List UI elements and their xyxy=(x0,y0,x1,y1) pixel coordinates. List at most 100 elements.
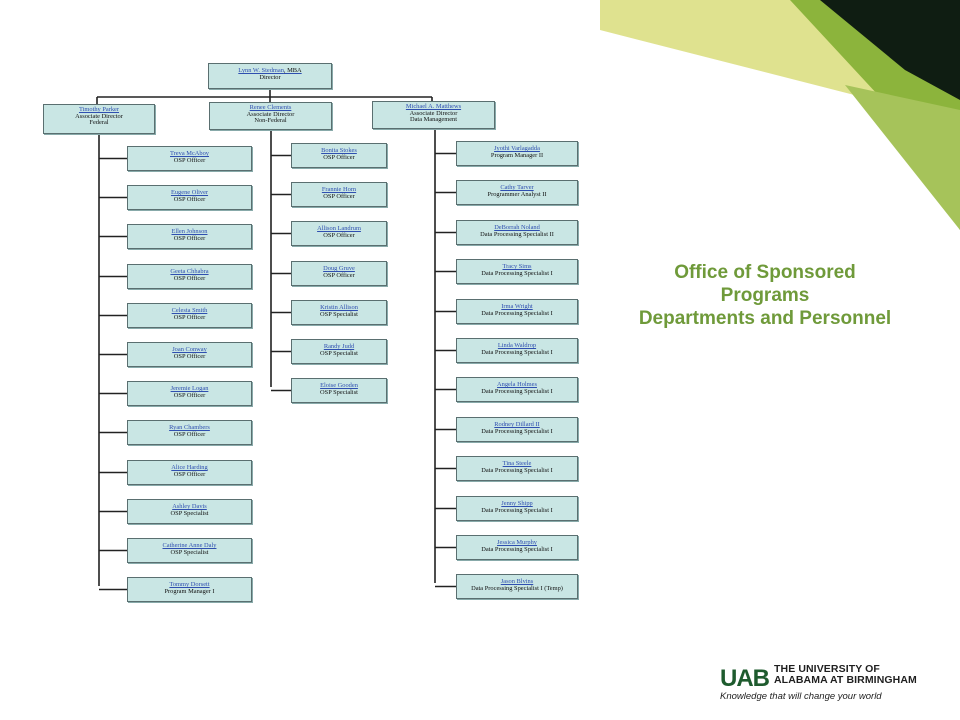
associate-director-datamgmt: Michael A. Matthews Associate Director D… xyxy=(372,101,495,129)
staff-title: OSP Officer xyxy=(173,156,206,164)
staff-name: Rodney Dillard II xyxy=(494,421,540,428)
staff-title: OSP Specialist xyxy=(320,310,358,318)
staff-name: Allison Landrum xyxy=(317,225,361,232)
staff-title: OSP Officer xyxy=(173,470,206,478)
associate-name: Michael A. Matthews xyxy=(405,103,462,110)
staff-name: Jeremie Logan xyxy=(170,385,209,392)
associate-name: Timothy Parker xyxy=(78,106,120,113)
staff-title: Data Processing Specialist I xyxy=(481,269,553,277)
associate-title: Associate Director xyxy=(246,110,295,118)
uab-logo-mark: UAB xyxy=(720,665,770,690)
staff-title: OSP Specialist xyxy=(170,548,209,556)
staff-title: OSP Officer xyxy=(173,274,206,282)
uab-logo: UAB THE UNIVERSITY OF ALABAMA AT BIRMING… xyxy=(720,661,950,706)
staff-name: Randy Judd xyxy=(323,343,355,350)
staff-title: Program Manager II xyxy=(490,151,544,159)
staff-name: Irma Wright xyxy=(501,303,533,310)
associate-director-nonfederal: Renee Clements Associate Director Non-Fe… xyxy=(209,102,332,130)
staff-name: Ellen Johnson xyxy=(171,228,208,235)
staff-name: Geeta Chhabra xyxy=(170,268,209,275)
staff-title: OSP Officer xyxy=(173,391,206,399)
corner-light-green-band xyxy=(845,85,960,230)
staff-name: Treva McAboy xyxy=(170,150,209,157)
associate-title: Associate Director xyxy=(75,112,123,120)
staff-title: Data Processing Specialist I xyxy=(481,545,553,553)
staff-name: Jenny Shipp xyxy=(501,500,533,507)
director-suffix: , MBA xyxy=(283,67,302,74)
staff-title: OSP Officer xyxy=(173,430,206,438)
staff-title: Data Processing Specialist I xyxy=(481,348,553,356)
staff-name: Tina Steele xyxy=(502,460,532,467)
staff-name: Cathy Tarver xyxy=(500,184,534,191)
slide-title: Office of Sponsored Programs Departments… xyxy=(600,262,930,330)
associate-director-federal: Timothy Parker Associate Director Federa… xyxy=(43,104,155,134)
uab-tagline: Knowledge that will change your world xyxy=(720,691,882,702)
staff-title: Data Processing Specialist II xyxy=(480,230,554,238)
staff-title: OSP Officer xyxy=(323,192,355,200)
staff-name: Joan Conway xyxy=(172,346,207,353)
uab-logo-wordmark: THE UNIVERSITY OF ALABAMA AT BIRMINGHAM xyxy=(774,664,917,686)
staff-name: Frannie Horn xyxy=(321,186,357,193)
staff-title: OSP Officer xyxy=(173,234,206,242)
uab-logo-line-1: THE UNIVERSITY OF xyxy=(774,663,880,675)
staff-title: Data Processing Specialist I xyxy=(481,387,553,395)
staff-title: OSP Officer xyxy=(323,153,355,161)
title-line-3: Departments and Personnel xyxy=(638,307,892,329)
staff-name: Eugene Oliver xyxy=(170,189,209,196)
associate-subtitle: Non-Federal xyxy=(254,117,287,125)
staff-title: OSP Officer xyxy=(173,195,206,203)
staff-name: Linda Waldrop xyxy=(497,342,537,349)
staff-name: DeBorrah Noland xyxy=(494,224,540,231)
staff-name: Tracy Sims xyxy=(502,263,532,270)
associate-name: Renee Clements xyxy=(249,104,292,111)
staff-title: Data Processing Specialist I (Temp) xyxy=(471,584,563,592)
associate-title: Associate Director xyxy=(409,109,458,117)
staff-title: Data Processing Specialist I xyxy=(481,309,553,317)
associate-subtitle: Federal xyxy=(89,119,109,127)
director-name: Lynn W. Stedman xyxy=(238,67,284,74)
staff-title: Program Manager I xyxy=(164,587,215,595)
corner-dark-band xyxy=(820,0,960,100)
staff-name: Jessica Murphy xyxy=(497,539,537,546)
staff-name: Ashley Davis xyxy=(172,503,207,510)
staff-name: Alice Harding xyxy=(171,464,208,471)
uab-logo-mark-icon: UAB xyxy=(720,665,770,690)
director-box: Lynn W. Stedman, MBA Director xyxy=(208,63,332,89)
title-line-2: Programs xyxy=(720,284,810,306)
associate-subtitle: Data Management xyxy=(409,116,458,124)
staff-name: Ryan Chambers xyxy=(169,424,210,431)
staff-title: Data Processing Specialist I xyxy=(481,427,553,435)
staff-title: OSP Specialist xyxy=(320,388,358,396)
staff-title: OSP Officer xyxy=(173,352,206,360)
staff-name: Jason Blvins xyxy=(500,578,534,585)
staff-name: Jyothi Varlagadda xyxy=(494,145,540,152)
